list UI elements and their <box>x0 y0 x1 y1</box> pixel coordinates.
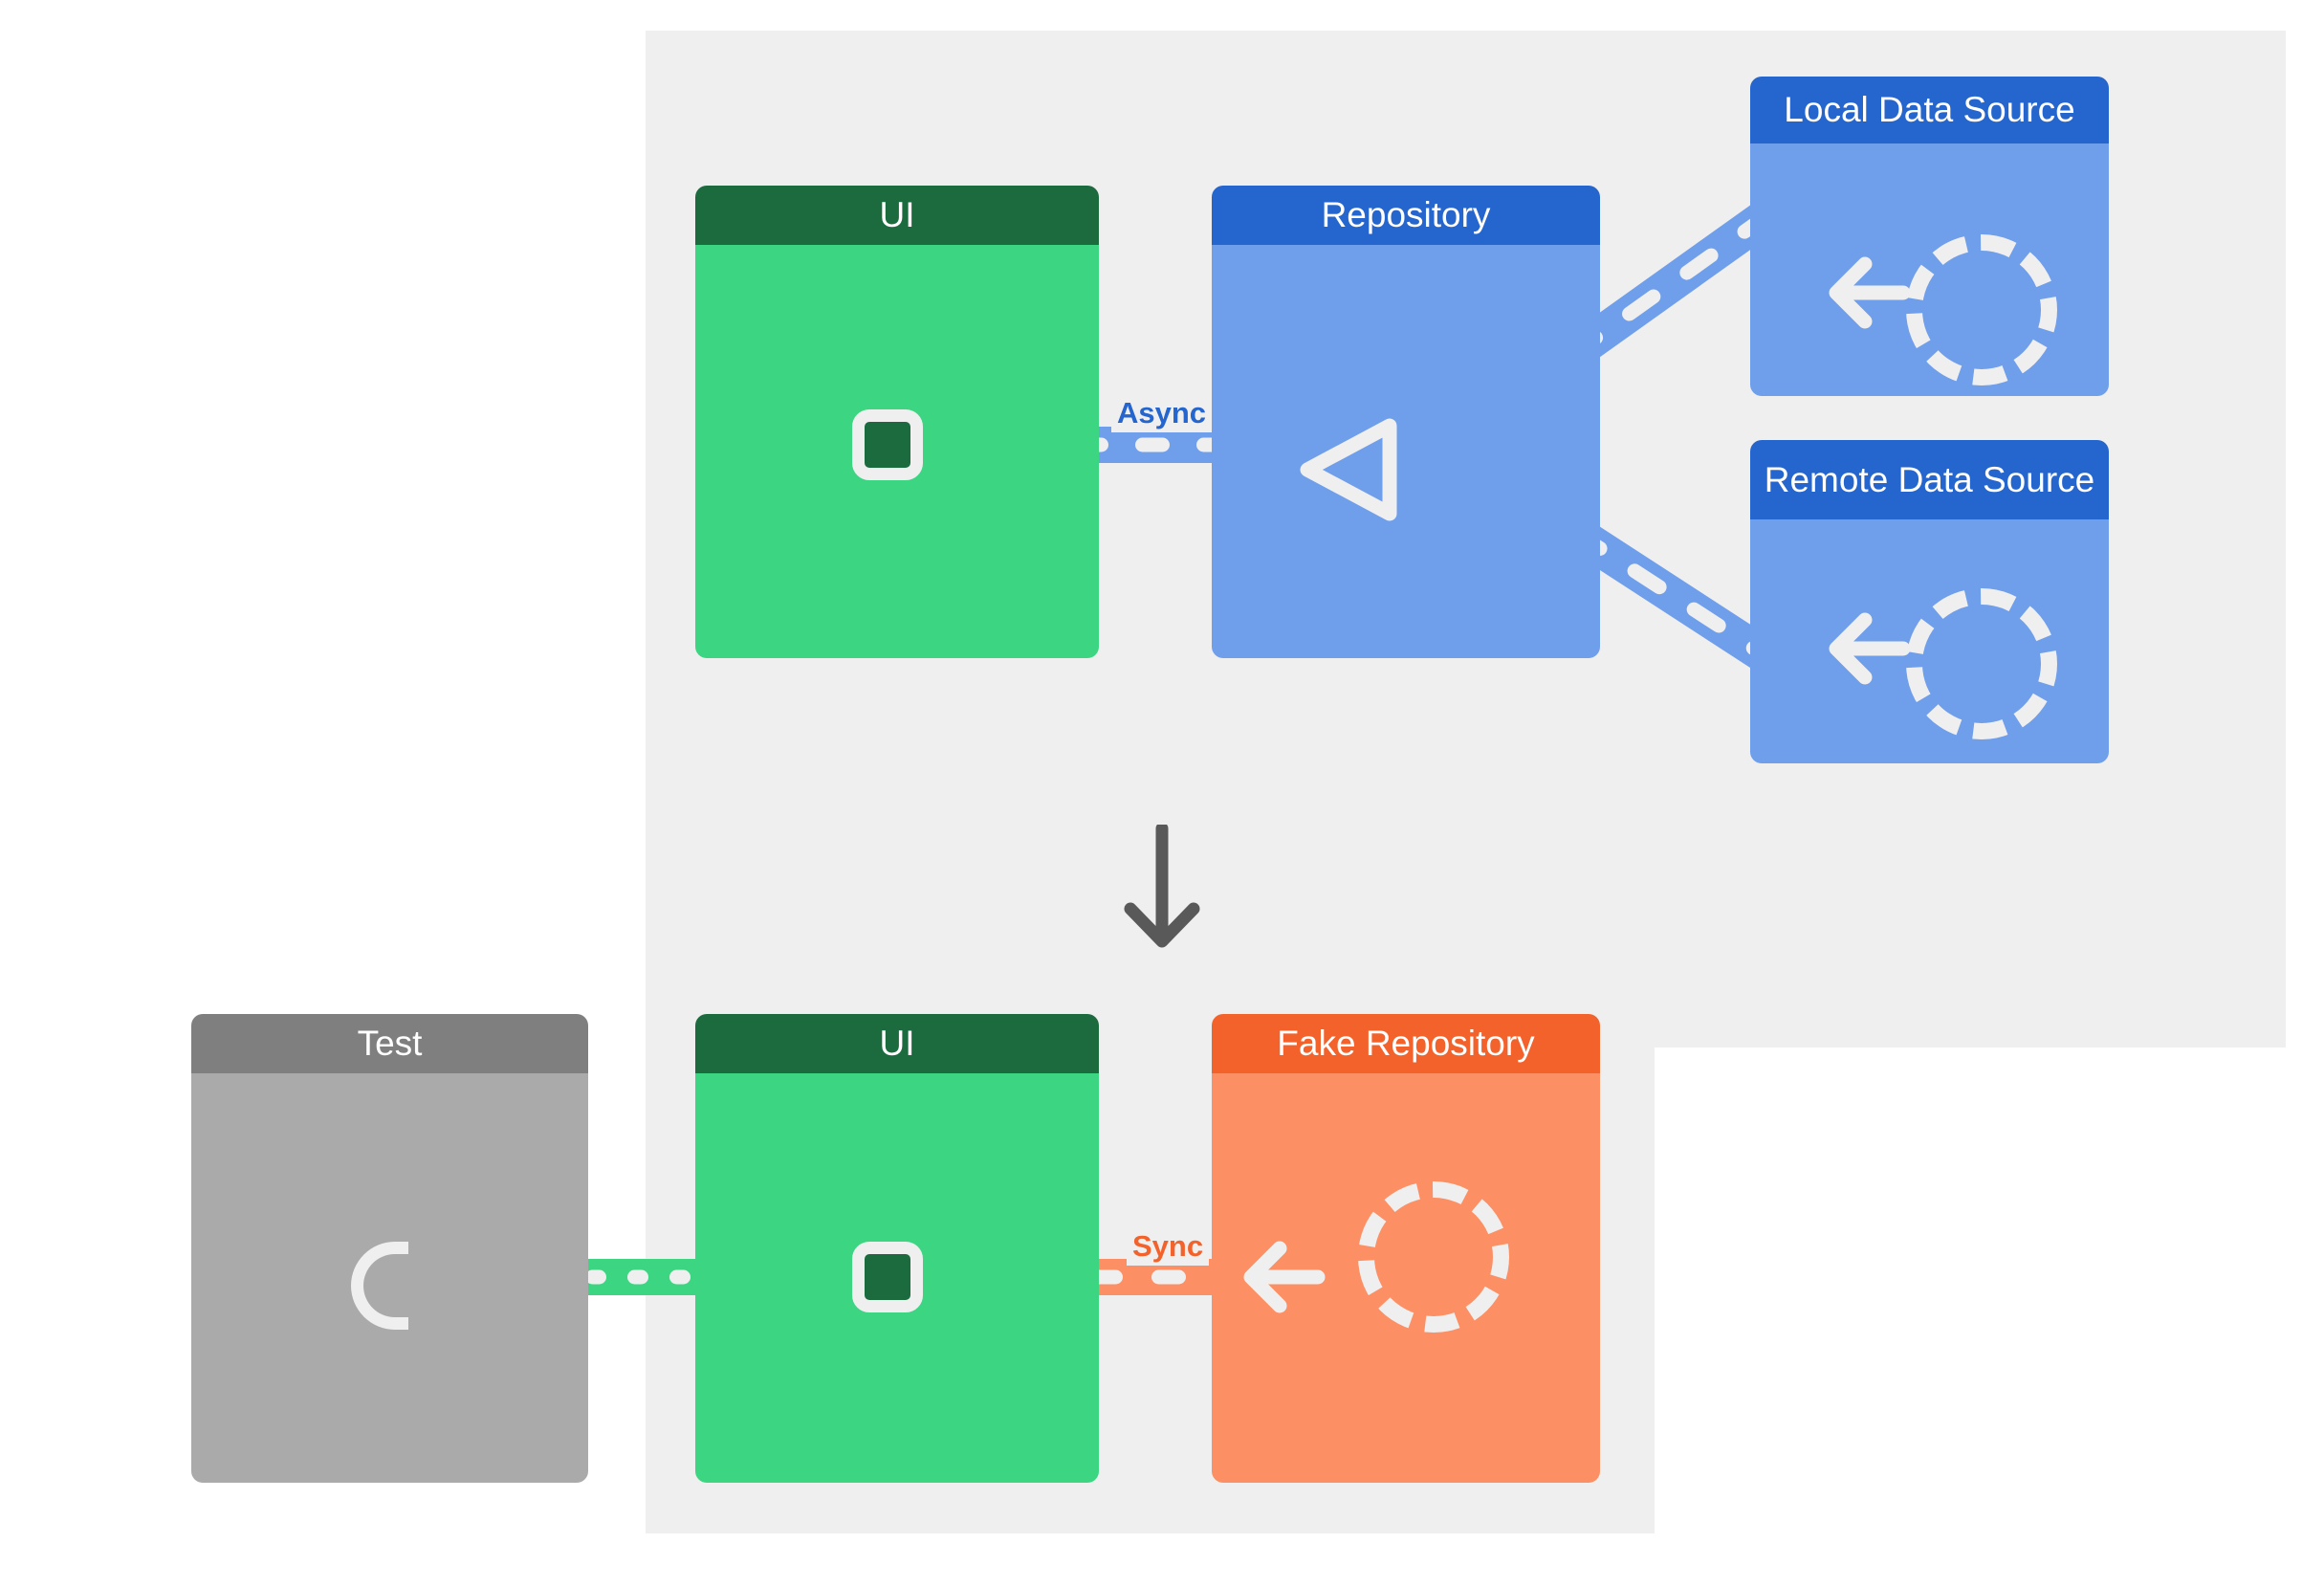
card-title: Test <box>191 1014 588 1073</box>
dash-segment <box>669 1269 691 1285</box>
fan-in-triangle-icon <box>1300 418 1397 521</box>
card-ui-test[interactable]: UI <box>695 1014 1099 1483</box>
dash-segment <box>1135 437 1170 452</box>
arrow-left-icon <box>1829 256 1911 329</box>
plug-connector-ui-production <box>852 409 923 480</box>
dashed-circle-icon <box>1906 234 2057 386</box>
dashed-circle-icon <box>1906 588 2057 739</box>
arrow-left-icon <box>1829 612 1911 685</box>
card-title: Remote Data Source <box>1750 440 2109 519</box>
card-title: Repository <box>1212 186 1600 245</box>
edge-label-sync: Sync <box>1127 1227 1210 1266</box>
card-repository[interactable]: Repository <box>1212 186 1600 658</box>
dashed-circle-icon <box>1358 1181 1509 1333</box>
dash-segment <box>585 1269 606 1285</box>
card-body <box>1212 245 1600 658</box>
card-title: Local Data Source <box>1750 77 2109 143</box>
flow-down-arrow-icon <box>1124 825 1200 948</box>
card-title: UI <box>695 1014 1099 1073</box>
card-local-data-source[interactable]: Local Data Source <box>1750 77 2109 396</box>
dash-segment <box>627 1269 648 1285</box>
plug-connector-ui-test <box>852 1242 923 1312</box>
card-title: Fake Repository <box>1212 1014 1600 1073</box>
dash-segment <box>1151 1269 1186 1285</box>
card-title: UI <box>695 186 1099 245</box>
arrow-left-icon <box>1243 1241 1326 1313</box>
edge-label-async: Async <box>1111 394 1213 432</box>
